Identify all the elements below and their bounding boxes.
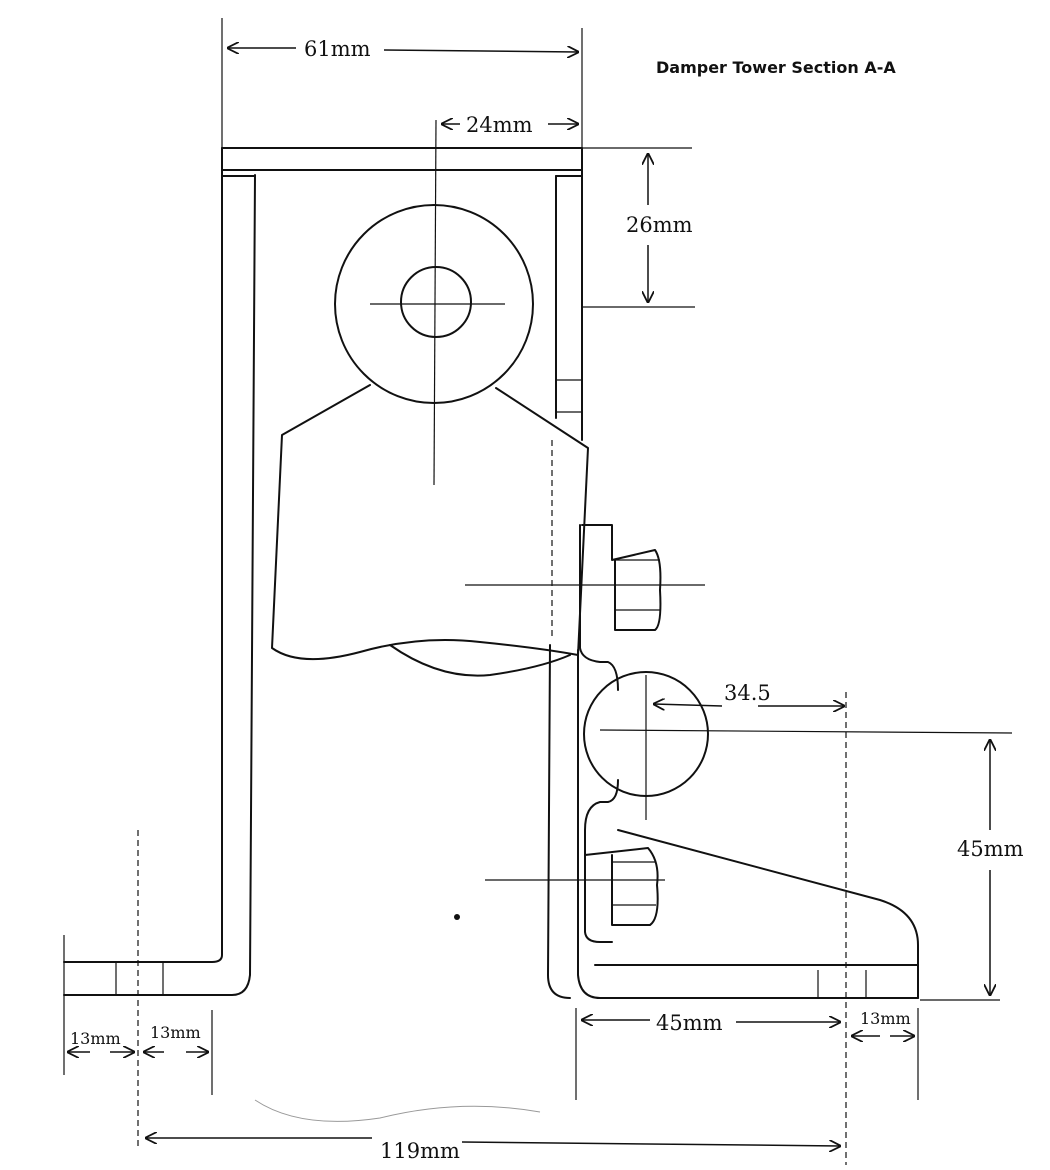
dim-bolt-height: 26mm [626, 213, 693, 237]
dim-foot-left-1: 13mm [70, 1029, 121, 1048]
left-tower-plate [63, 147, 583, 996]
upper-nut [465, 524, 705, 631]
lower-damper-eye [583, 671, 1013, 820]
dimension-arrows [68, 48, 990, 1146]
dim-base-right: 45mm [656, 1011, 723, 1035]
paper-smudge [254, 914, 541, 1122]
lower-nut [485, 847, 665, 926]
extension-lines [63, 18, 1000, 1165]
dim-overall: 119mm [380, 1139, 460, 1163]
dim-lower-offset: 34.5 [724, 681, 771, 705]
damper-body [271, 384, 589, 677]
dim-lower-height: 45mm [957, 837, 1024, 861]
dim-foot-left-2: 13mm [150, 1023, 201, 1042]
upper-damper-eye [334, 119, 534, 486]
drawing-title: Damper Tower Section A-A [656, 58, 896, 77]
dim-width-top: 61mm [304, 37, 371, 61]
right-tower-plate [547, 147, 919, 999]
dim-bolt-offset: 24mm [466, 113, 533, 137]
dim-foot-right: 13mm [860, 1009, 911, 1028]
